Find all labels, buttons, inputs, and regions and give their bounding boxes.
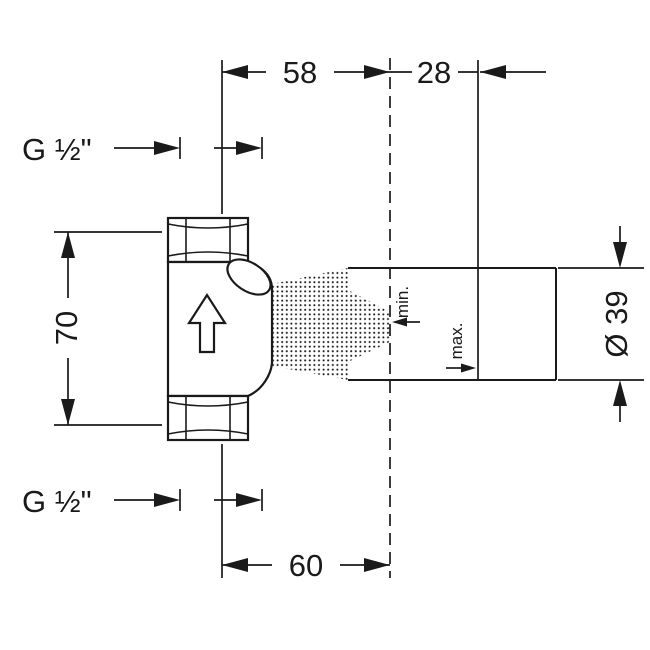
arrowhead-right xyxy=(154,141,180,155)
arrowhead-right xyxy=(236,493,262,507)
arrowhead-right xyxy=(154,493,180,507)
depth-max-mark: max. xyxy=(446,323,476,373)
dimension-bottom-width: 60 xyxy=(222,547,390,583)
arrowhead-right xyxy=(364,65,390,79)
outlet-boss xyxy=(226,258,272,296)
arrowhead-left-outside xyxy=(480,65,506,79)
min-label: min. xyxy=(393,286,412,318)
thread-top-label: G ½" xyxy=(22,132,92,167)
arrowhead-right xyxy=(364,558,390,572)
dim-60-label: 60 xyxy=(289,548,323,583)
arrowhead-right-small xyxy=(461,363,476,373)
dim-70-label: 70 xyxy=(49,311,84,345)
hex-nut-top xyxy=(166,216,250,264)
arrowhead-down xyxy=(61,399,75,425)
outer-sleeve xyxy=(348,267,557,381)
protection-funnel xyxy=(272,268,348,380)
dim-diameter-label: Ø 39 xyxy=(599,290,634,357)
dim-58-label: 58 xyxy=(283,55,317,90)
arrowhead-left-small xyxy=(392,317,407,327)
dimension-diameter: Ø 39 xyxy=(599,226,634,422)
dim-28-label: 28 xyxy=(417,55,451,90)
dimension-top-width: 58 xyxy=(222,54,390,90)
depth-min-mark: min. xyxy=(392,286,420,327)
arrowhead-left xyxy=(222,65,248,79)
arrowhead-down xyxy=(613,242,627,268)
thread-bottom-label: G ½" xyxy=(22,484,92,519)
valve-body xyxy=(166,216,557,442)
arrowhead-up xyxy=(61,232,75,258)
max-label: max. xyxy=(447,323,466,360)
thread-label-bottom: G ½" xyxy=(22,484,263,519)
extension-lines xyxy=(54,58,644,578)
thread-label-top: G ½" xyxy=(22,132,263,167)
funnel-nozzle xyxy=(348,290,390,362)
arrowhead-up xyxy=(613,380,627,406)
hex-nut-bottom xyxy=(166,394,250,442)
arrowhead-right xyxy=(236,141,262,155)
dimension-height-70: 70 xyxy=(49,232,84,425)
dimension-top-offset: 28 xyxy=(390,54,546,90)
arrowhead-left xyxy=(222,558,248,572)
flow-direction-arrow xyxy=(186,292,228,354)
